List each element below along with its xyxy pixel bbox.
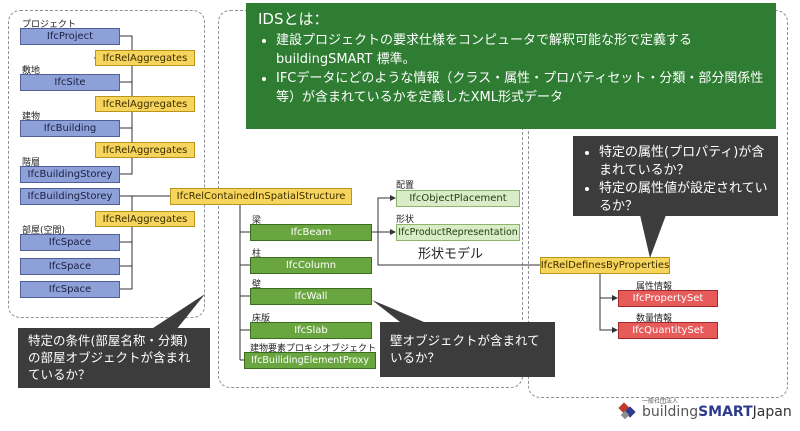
property-set-label: 属性情報 — [636, 282, 673, 292]
ifc-space-node-1: IfcSpace — [20, 234, 120, 251]
ifc-project-node: IfcProject — [20, 28, 120, 45]
property-check-callout: 特定の属性(プロパティ)が含まれているか？ 特定の属性値が設定されているか？ — [573, 136, 778, 216]
property-check-bullet-2: 特定の属性値が設定されているか？ — [599, 180, 770, 216]
placement-label: 配置 — [396, 181, 415, 191]
ifc-building-storey-node-1: IfcBuildingStorey — [20, 166, 120, 183]
ifc-building-element-proxy-node: IfcBuilidingElementProxy — [244, 352, 376, 369]
proxy-label: 建物要素プロキシオブジェクト — [250, 344, 377, 354]
wall-label: 壁 — [252, 280, 262, 290]
rel-aggregates-4: IfcRelAggregates — [95, 211, 195, 227]
ifc-wall-node: IfcWall — [250, 288, 372, 305]
wall-check-text: 壁オブジェクトが含まれているか？ — [390, 333, 540, 365]
ids-bullet-2: IFCデータにどのような情報（クラス・属性・プロパティセット・分類・部分関係性等… — [276, 69, 764, 107]
ids-bullet-1: 建設プロジェクトの要求仕様をコンピュータで解釈可能な形で定義するbuilding… — [276, 31, 764, 69]
property-check-bullet-1: 特定の属性(プロパティ)が含まれているか？ — [599, 144, 770, 180]
building-label: 建物 — [22, 112, 41, 122]
ifc-property-set-node: IfcPropertySet — [618, 290, 718, 307]
storey-label: 階層 — [22, 158, 41, 168]
rel-aggregates-3: IfcRelAggregates — [95, 142, 195, 158]
rel-aggregates-2: IfcRelAggregates — [95, 96, 195, 112]
ids-definition-box: IDSとは： 建設プロジェクトの要求仕様をコンピュータで解釈可能な形で定義するb… — [246, 3, 776, 129]
ifc-object-placement-node: IfcObjectPlacement — [396, 190, 520, 207]
rel-aggregates-1: IfcRelAggregates — [95, 50, 195, 66]
ifc-site-node: IfcSite — [20, 74, 120, 91]
logo-mark-icon — [618, 402, 636, 420]
ifc-product-representation-node: IfcProductRepresentation — [396, 224, 520, 241]
logo-name-japan: Japan — [752, 404, 792, 420]
column-label: 柱 — [252, 249, 262, 259]
ids-title: IDSとは： — [258, 10, 329, 28]
shape-model-label: 形状モデル — [418, 247, 484, 262]
site-label: 敷地 — [22, 66, 41, 76]
logo-name-building: building — [642, 404, 699, 420]
slab-label: 床版 — [252, 314, 271, 324]
quantity-set-label: 数量情報 — [636, 314, 673, 324]
ifc-slab-node: IfcSlab — [250, 322, 372, 339]
space-label: 部屋(空間) — [22, 226, 66, 236]
rel-defines-by-properties: IfcRelDefinesByProperties — [540, 257, 670, 274]
wall-check-callout: 壁オブジェクトが含まれているか？ — [380, 322, 555, 377]
room-check-callout: 特定の条件(部屋名称・分類)の部屋オブジェクトが含まれているか？ — [18, 328, 210, 388]
rel-contained-in-spatial-structure: IfcRelContainedInSpatialStructure — [170, 188, 352, 205]
left-group-boundary — [8, 10, 205, 318]
ifc-column-node: IfcColumn — [250, 257, 372, 274]
beam-label: 梁 — [252, 216, 262, 226]
ifc-quantity-set-node: IfcQuantitySet — [618, 322, 718, 339]
ifc-space-node-2: IfcSpace — [20, 258, 120, 275]
room-check-text: 特定の条件(部屋名称・分類)の部屋オブジェクトが含まれているか？ — [28, 333, 191, 382]
project-label: プロジェクト — [22, 20, 77, 30]
logo-name-smart: SMART — [698, 404, 753, 420]
ifc-space-node-3: IfcSpace — [20, 281, 120, 298]
ifc-building-node: IfcBuilding — [20, 120, 120, 137]
representation-label: 形状 — [396, 215, 415, 225]
buildingsmart-logo: 一般社団法人 buildingSMARTJapan — [618, 396, 792, 426]
logo-org-text: 一般社団法人 — [642, 398, 679, 405]
ifc-beam-node: IfcBeam — [250, 224, 372, 241]
ifc-building-storey-node-2: IfcBuildingStorey — [20, 188, 120, 205]
